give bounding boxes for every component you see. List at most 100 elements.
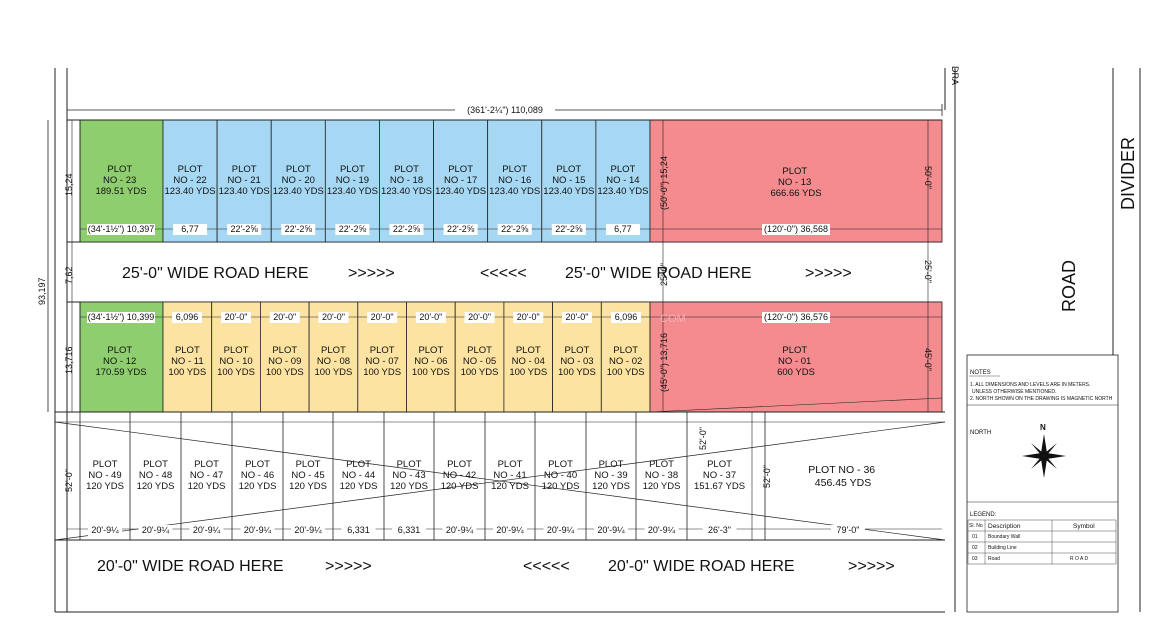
plot-23[interactable]	[79, 119, 164, 243]
road25-arrows-1: >>>>>	[348, 265, 395, 282]
row3-dim-2: 20'-9¼	[193, 525, 221, 535]
row1-dim-8: 22'-2⅝	[555, 224, 583, 234]
row2-dim-11: (120'-0") 36,576	[764, 312, 828, 322]
plot-17[interactable]	[433, 119, 489, 243]
row3-dim-9-bg	[543, 525, 578, 536]
road20-left-label: 20'-0" WIDE ROAD HERE	[97, 558, 284, 575]
row3-dim-37-right: 52'-0"	[762, 465, 772, 488]
legend-row-3-no: 03	[972, 556, 978, 562]
row1-dim-7-bg	[497, 224, 532, 235]
row2-dim-6-bg	[415, 312, 446, 323]
plot-12-label: PLOT NO - 12 170.59 YDS	[95, 345, 146, 378]
row1-dim-9: 6,77	[614, 224, 632, 234]
plot-20[interactable]	[270, 119, 326, 243]
row1-dim-0-bg	[87, 224, 155, 235]
plot-15[interactable]	[541, 119, 597, 243]
row3-dim-3-bg	[240, 525, 275, 536]
note-3: 2. NORTH SHOWN ON THE DRAWING IS MAGNETI…	[970, 396, 1113, 402]
row3-dim-37-top: 52'-0"	[698, 427, 708, 450]
row3-dim-1-bg	[138, 525, 173, 536]
legend-row-1-no: 01	[972, 534, 978, 540]
legend-table	[967, 519, 1117, 565]
road-label-right: ROAD	[1059, 260, 1079, 312]
left-dimension: 93,197	[37, 120, 49, 412]
north-letter: N	[1040, 423, 1046, 432]
row3-dim-7-bg	[442, 525, 477, 536]
legend-title: LEGEND:	[970, 512, 997, 518]
row1-dim-4: 22'-2⅝	[339, 224, 367, 234]
row2-dim-5: 20'-0"	[371, 312, 394, 322]
note-1: 1. ALL DIMENSIONS AND LEVELS ARE IN METE…	[970, 382, 1090, 388]
plot-13-label: PLOT NO - 13 666.66 YDS	[770, 166, 821, 199]
legend-row-3-symbol: R O A D	[1070, 556, 1088, 562]
road25-left-dim: 7,62	[64, 266, 74, 284]
north-arrow-icon	[1022, 434, 1066, 478]
row1-mid-dim: (50'-0") 15,24	[659, 156, 669, 210]
plot-16[interactable]	[487, 119, 543, 243]
row3-dim-11: 20'-9¼	[648, 525, 676, 535]
info-panel: NOTES 1. ALL DIMENSIONS AND LEVELS ARE I…	[966, 354, 1119, 613]
row3-dim-11-bg	[644, 525, 679, 536]
legend-header-symbol: Symbol	[1073, 523, 1095, 530]
row2-dim-11-bg	[762, 312, 830, 323]
row1-dim-1-bg	[173, 224, 208, 235]
row2-dim-7-bg	[464, 312, 495, 323]
row2-dim-4-bg	[318, 312, 349, 323]
row2-dim-3-bg	[269, 312, 300, 323]
plot-21[interactable]	[216, 119, 272, 243]
road25-right-dim: 25'-0"	[923, 260, 933, 283]
row1-dim-2: 22'-2⅝	[231, 224, 259, 234]
plot-13[interactable]	[649, 119, 943, 243]
row2-dim-9: 20'-0"	[565, 312, 588, 322]
row3-dim-7: 20'-9¼	[446, 525, 474, 535]
legend-row-2-no: 02	[972, 545, 978, 551]
dra-label: DRA	[950, 66, 960, 85]
legend-header-slno: Sl. No	[969, 523, 983, 529]
row2-dim-10: 6,096	[615, 312, 638, 322]
row1-dim-3-bg	[281, 224, 316, 235]
row1-dim-10: (120'-0") 36,568	[764, 224, 828, 234]
row2-dim-5-bg	[367, 312, 398, 323]
row2-dim-2-bg	[221, 312, 252, 323]
road25-left-label: 25'-0" WIDE ROAD HERE	[122, 265, 309, 282]
row3-left-dim: 52'-0"	[64, 469, 74, 492]
road25-right-label: 25'-0" WIDE ROAD HERE	[565, 265, 752, 282]
row3-dim-13-bg	[831, 525, 865, 536]
row3-dim-10-bg	[594, 525, 628, 536]
row-2-plots: PLOT NO - 12 170.59 YDS PLOT NO - 01 600…	[64, 301, 943, 413]
plot-18[interactable]	[379, 119, 434, 243]
plot-22[interactable]	[162, 119, 218, 243]
row2-dim-2: 20'-0"	[225, 312, 248, 322]
row1-dim-1: 6,77	[181, 224, 199, 234]
road25-mid-dim: 25'-0"	[659, 263, 669, 286]
row3-dim-12-bg	[702, 525, 737, 536]
row-1-plots: PLOT NO - 23 189.51 YDS PLOT NO - 13 666…	[64, 119, 943, 243]
plot-14[interactable]	[595, 119, 651, 243]
row3-dim-3: 20'-9¼	[244, 525, 272, 535]
row3-dim-2-bg	[189, 525, 224, 536]
row1-dim-6-bg	[443, 224, 478, 235]
row2-dim-3: 20'-0"	[273, 312, 296, 322]
road-20ft: 20'-0" WIDE ROAD HERE >>>>> <<<<< 20'-0"…	[97, 558, 895, 575]
row1-dim-6: 22'-2⅝	[447, 224, 475, 234]
notes-title: NOTES	[970, 370, 991, 376]
